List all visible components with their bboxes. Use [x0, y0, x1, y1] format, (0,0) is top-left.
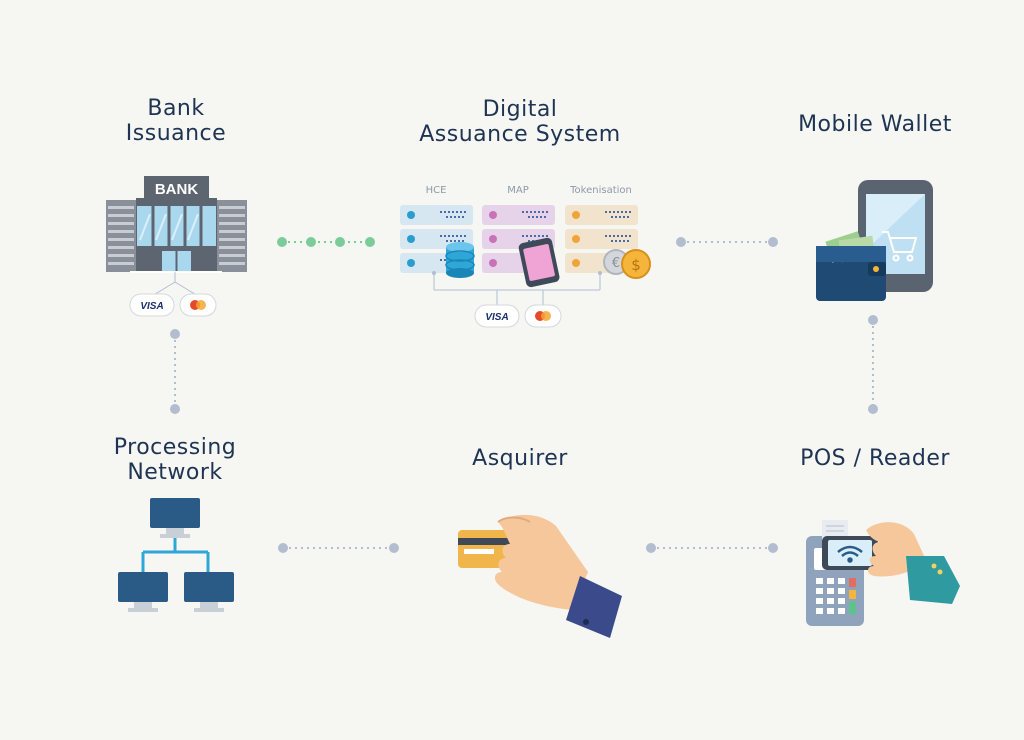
pos-terminal-icon [806, 520, 960, 626]
connector-bank-das [277, 237, 375, 247]
das-server-stack [400, 205, 638, 305]
tokenisation-column-label: Tokenisation [570, 185, 632, 196]
bank-visa-label: VISA [140, 301, 163, 312]
shopping-cart-icon [882, 231, 918, 262]
database-icon [445, 242, 475, 278]
mastercard-icon [190, 300, 206, 310]
connector-das-wallet [676, 237, 778, 247]
digital-assurance-system-title: Digital Assuance System [419, 97, 621, 147]
bank-building-icon: BANK [106, 176, 247, 297]
connector-wallet-pos [868, 315, 878, 414]
bank-sign: BANK [155, 181, 198, 198]
pos-reader-title: POS / Reader [800, 446, 950, 471]
connector-acquirer-processing [278, 543, 399, 553]
wifi-contactless-icon [837, 545, 863, 563]
das-visa-card: VISA [474, 304, 520, 328]
processing-network-icon [118, 498, 234, 612]
hce-column-label: HCE [425, 185, 447, 196]
phone-contactless-icon [822, 536, 878, 570]
das-mastercard-card [524, 304, 562, 328]
connector-processing-bank [170, 329, 180, 414]
bank-issuance-title: Bank Issuance [125, 96, 227, 146]
credit-card-icon [458, 530, 514, 568]
svg-text:€: € [612, 256, 620, 271]
das-visa-label: VISA [485, 312, 508, 323]
hand-with-card-icon [458, 514, 622, 638]
tokenisation-servers [565, 205, 638, 273]
svg-text:$: $ [631, 256, 641, 274]
dollar-coin-icon: $ [621, 249, 651, 279]
mastercard-icon [535, 311, 551, 321]
connector-pos-acquirer [646, 543, 778, 553]
bank-mastercard-card [179, 293, 217, 317]
acquirer-title: Asquirer [472, 446, 568, 471]
bank-visa-card: VISA [129, 293, 175, 317]
processing-network-title: Processing Network [113, 435, 237, 485]
smartphone-icon [518, 237, 560, 288]
mobile-wallet-icon [816, 180, 933, 301]
map-column-label: MAP [507, 185, 529, 196]
mobile-wallet-title: Mobile Wallet [798, 112, 952, 137]
